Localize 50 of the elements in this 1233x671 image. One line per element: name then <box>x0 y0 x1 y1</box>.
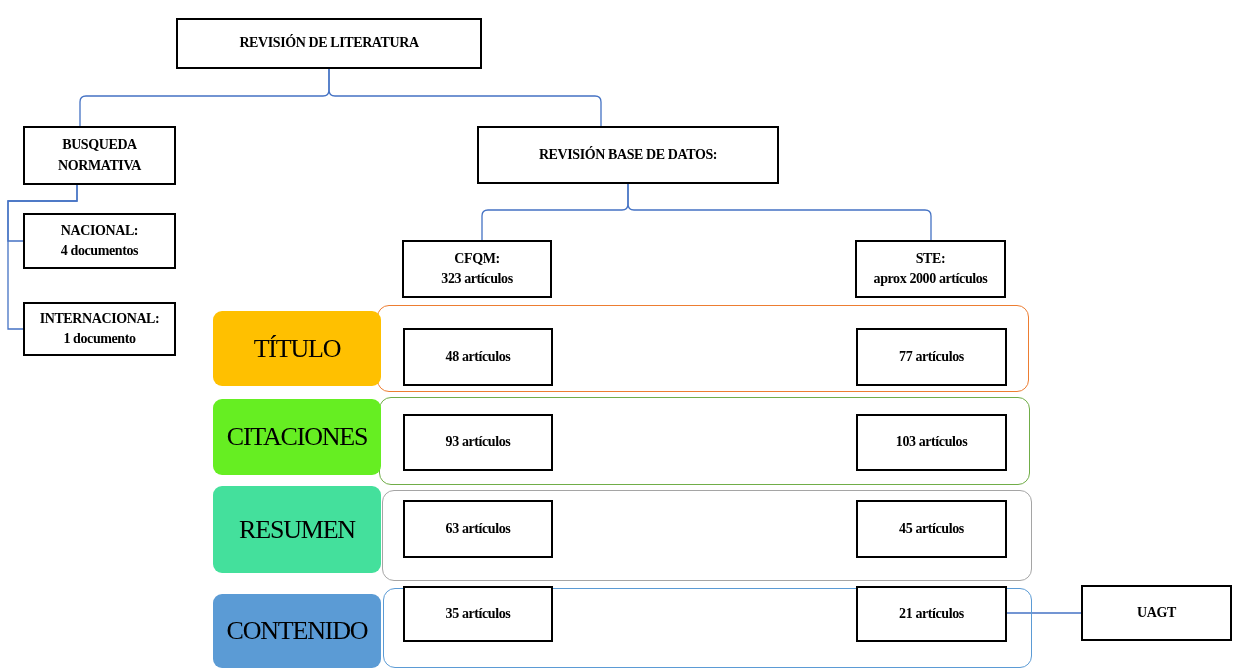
box-label: 35 artículos <box>444 604 512 623</box>
box-label: UAGT <box>1136 603 1177 622</box>
text-box <box>403 500 553 558</box>
box-label: STE: <box>914 249 947 268</box>
box-label: 45 artículos <box>898 519 965 538</box>
box-label: INTERNACIONAL: <box>38 309 161 328</box>
stage-label: RESUMEN <box>238 514 357 545</box>
box-label: 103 artículos <box>894 433 969 452</box>
group-frame <box>383 588 1032 668</box>
stage-box <box>213 594 381 668</box>
box-label: REVISIÓN BASE DE DATOS: <box>537 145 719 164</box>
box-label: 1 documento <box>62 330 137 348</box>
text-box <box>856 586 1007 642</box>
box-label: REVISIÓN DE LITERATURA <box>238 33 420 53</box>
box-label: 323 artículos <box>440 270 514 288</box>
box-label: BUSQUEDA NORMATIVA <box>57 136 142 175</box>
stage-label: CONTENIDO <box>225 616 369 646</box>
box-label: 48 artículos <box>444 347 512 366</box>
group-frame <box>382 490 1032 581</box>
text-box <box>403 586 553 642</box>
box-label: 21 artículos <box>898 604 965 623</box>
text-box <box>23 302 176 356</box>
stage-box <box>213 486 381 573</box>
box-label: NACIONAL: <box>59 221 140 240</box>
text-box <box>856 500 1007 558</box>
box-label: 77 artículos <box>898 347 965 366</box>
box-label: CFQM: <box>453 249 501 268</box>
bracket-connector <box>627 183 932 241</box>
text-box <box>855 240 1006 298</box>
text-box <box>856 328 1007 386</box>
stage-box <box>213 311 381 386</box>
box-label: 63 artículos <box>444 519 512 538</box>
text-box <box>176 18 482 69</box>
text-box <box>402 240 552 298</box>
stage-label: TÍTULO <box>252 333 342 364</box>
stage-box <box>213 399 381 475</box>
text-box <box>477 126 779 184</box>
text-box <box>23 213 176 269</box>
text-box <box>403 414 553 471</box>
text-box <box>403 328 553 386</box>
group-frame <box>379 397 1030 485</box>
bracket-connector <box>7 184 78 330</box>
box-label: 4 documentos <box>59 242 140 260</box>
stage-label: CITACIONES <box>225 422 369 452</box>
box-label: aprox 2000 artículos <box>872 270 989 288</box>
bracket-connector <box>328 68 602 127</box>
text-box <box>856 414 1007 471</box>
box-label: 93 artículos <box>444 433 512 452</box>
text-box <box>1081 585 1232 641</box>
text-box <box>23 126 176 185</box>
